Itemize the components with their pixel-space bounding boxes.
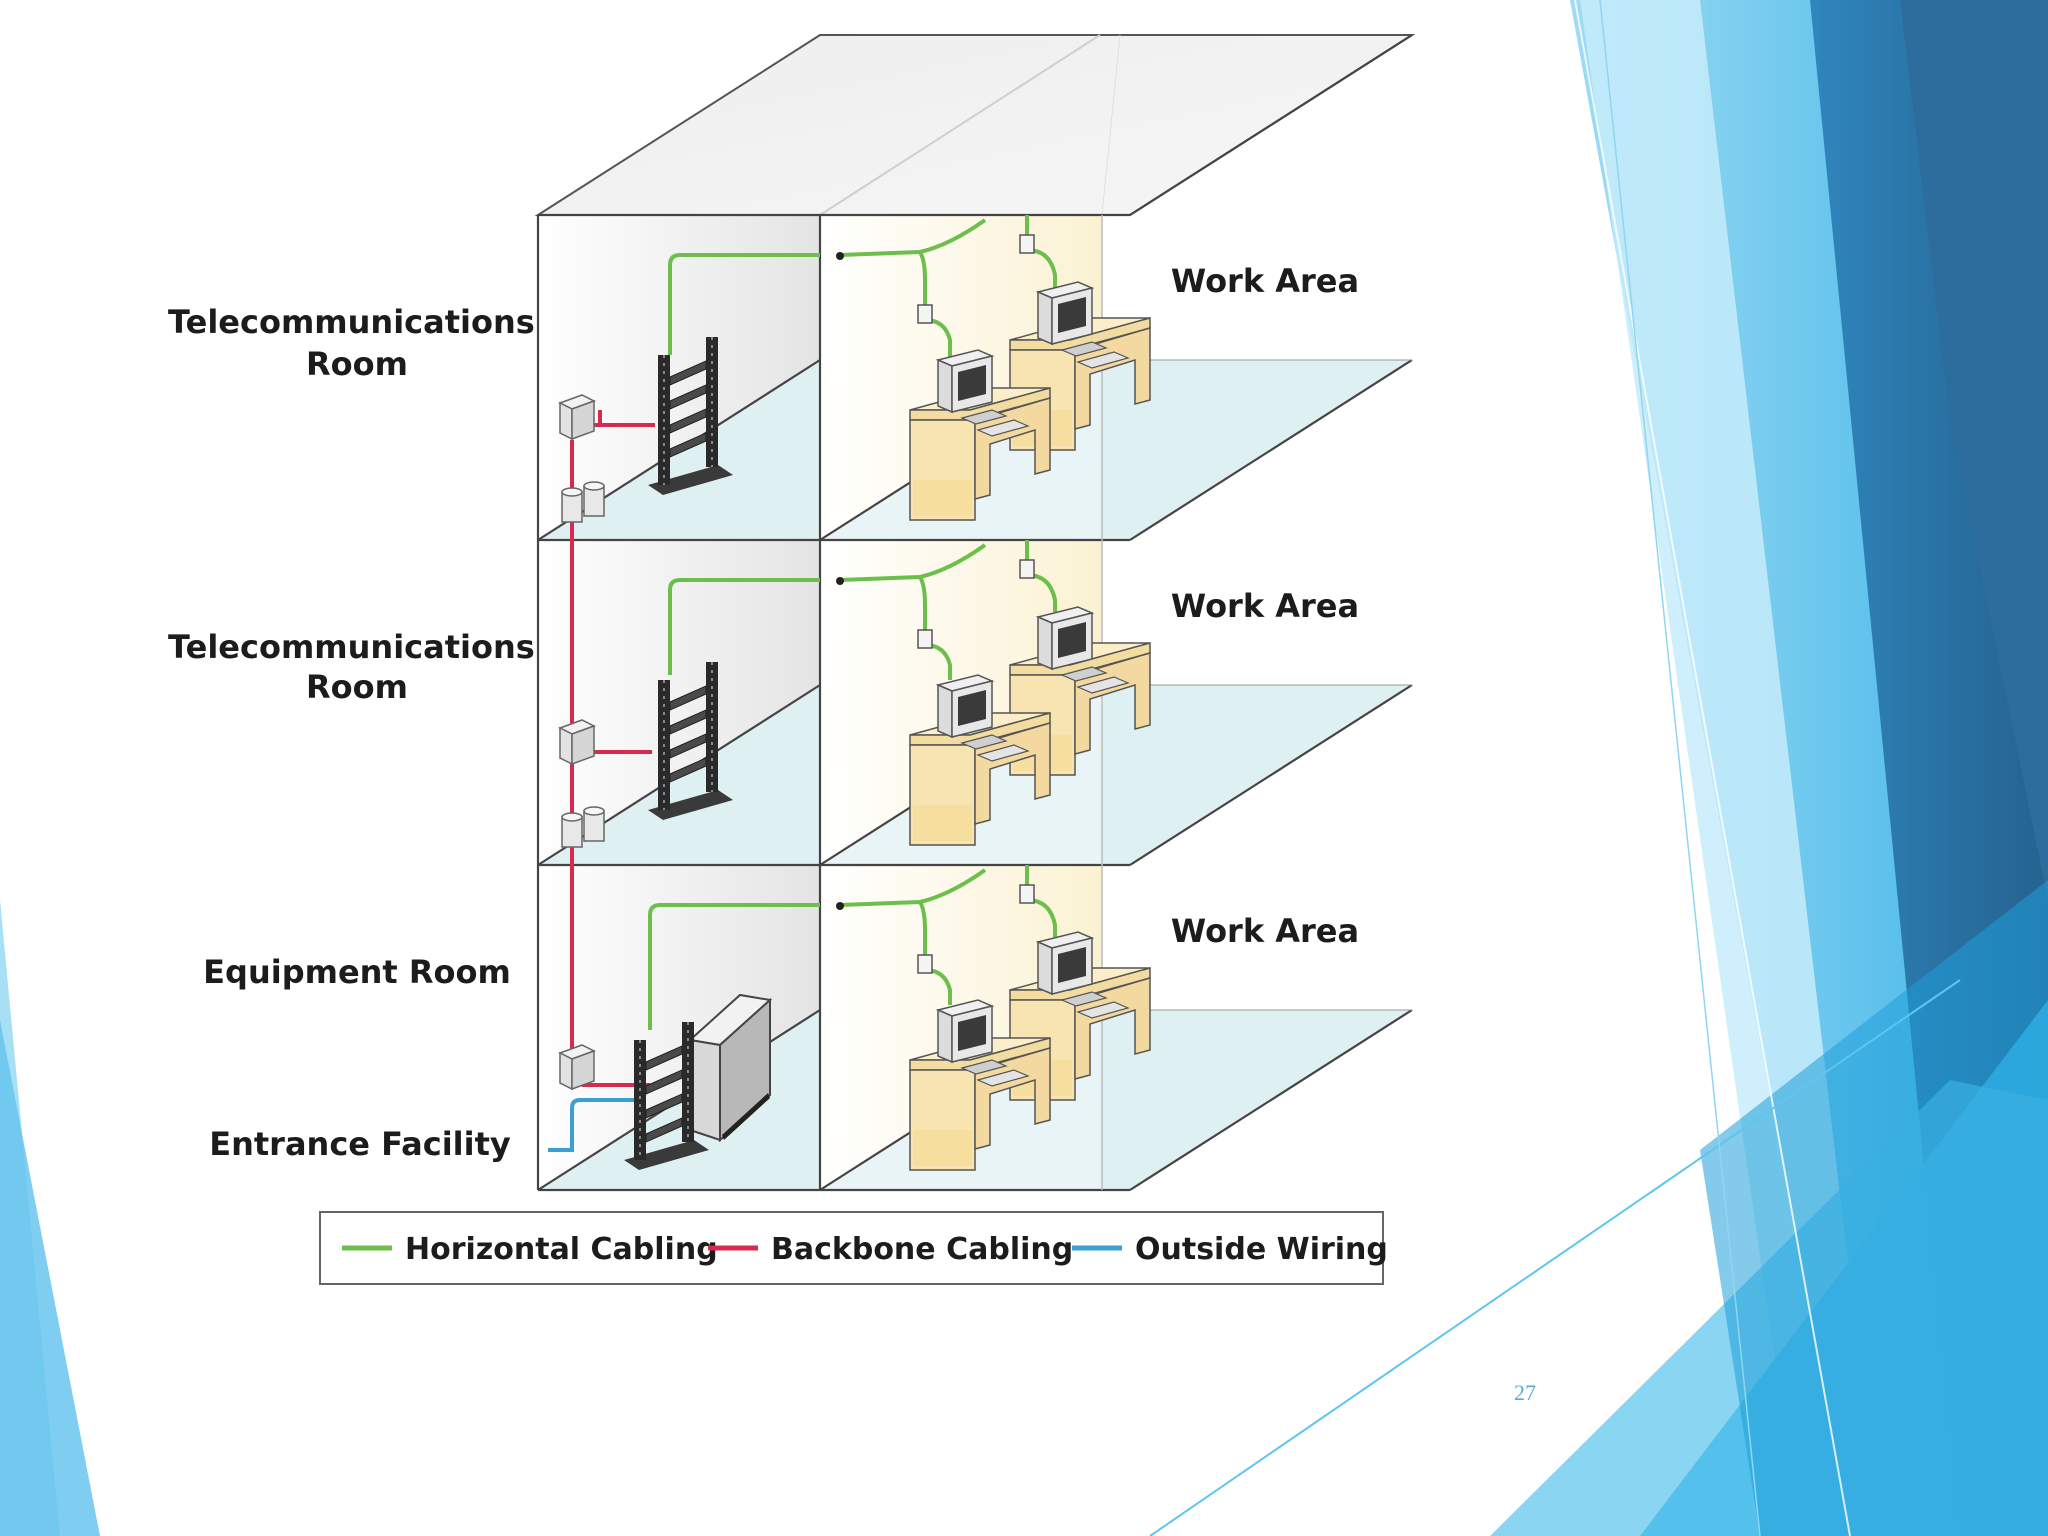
wall-connector-top <box>836 252 844 260</box>
room-labels: Telecommunications Room Telecommunicatio… <box>168 262 1359 1163</box>
computer-front-middle <box>935 674 1030 762</box>
computer-front-top <box>935 349 1030 437</box>
wall-box-top <box>558 394 596 441</box>
work-area-top-label: Work Area <box>1171 262 1359 300</box>
backbone-legend-label: Backbone Cabling <box>771 1232 1073 1267</box>
server-cabinet <box>687 993 773 1143</box>
outlet-left-top <box>917 304 933 324</box>
equipment-room-label: Equipment Room <box>203 953 511 991</box>
outlet-left-bottom <box>917 954 933 974</box>
slide-number: 27 <box>1514 1380 1536 1405</box>
computer-back-top <box>1035 281 1130 369</box>
rack-top <box>648 337 733 495</box>
horizontal-legend-label: Horizontal Cabling <box>405 1232 718 1267</box>
outlet-right-bottom <box>1019 884 1035 904</box>
equipment <box>558 234 1151 1171</box>
outside-legend-label: Outside Wiring <box>1135 1232 1388 1267</box>
work-area-middle-label: Work Area <box>1171 587 1359 625</box>
computer-back-bottom <box>1035 931 1130 1019</box>
outlet-right-middle <box>1019 559 1035 579</box>
cable-spools-middle <box>561 806 605 848</box>
computer-back-middle <box>1035 606 1130 694</box>
wall-connector-middle <box>836 577 844 585</box>
wall-box-equipment-room <box>558 1044 596 1091</box>
telecom-room-middle-label: Telecommunications Room <box>168 628 546 706</box>
outlet-left-middle <box>917 629 933 649</box>
wall-box-middle <box>558 719 596 766</box>
legend: Horizontal Cabling Backbone Cabling Outs… <box>319 1211 1388 1285</box>
work-area-bottom-label: Work Area <box>1171 912 1359 950</box>
desk-front-top <box>909 387 1051 521</box>
outlet-right-top <box>1019 234 1035 254</box>
rack-equipment-room <box>624 1022 709 1170</box>
left-decoration <box>0 900 100 1536</box>
computer-front-bottom <box>935 999 1030 1087</box>
cable-spools-top <box>561 481 605 523</box>
telecom-room-top-label: Telecommunications Room <box>168 303 546 383</box>
right-decoration <box>1149 0 2048 1536</box>
rack-middle <box>648 662 733 820</box>
entrance-facility-label: Entrance Facility <box>209 1125 511 1163</box>
outside-wiring <box>548 1098 640 1152</box>
wall-connector-bottom <box>836 902 844 910</box>
